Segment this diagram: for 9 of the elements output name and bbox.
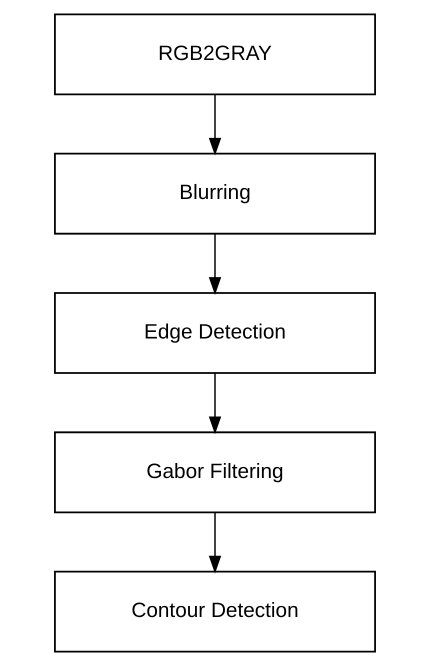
arrow [208,94,222,156]
arrow [208,373,222,434]
node-box: Contour Detection [54,570,376,653]
arrow [208,234,222,295]
node-box: Gabor Filtering [54,431,376,514]
node-box: RGB2GRAY [54,13,376,96]
node-box: Edge Detection [54,292,376,374]
node-box: Blurring [54,152,376,235]
arrow [208,512,222,574]
